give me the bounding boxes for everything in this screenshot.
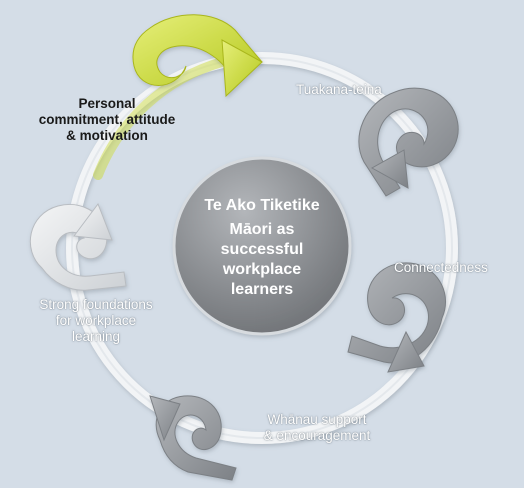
center-subtitle-line: successful bbox=[220, 241, 304, 258]
arrow-left-light bbox=[29, 202, 127, 291]
label-personal-commitment: Personal commitment, attitude & motivati… bbox=[38, 96, 176, 143]
center-subtitle-line: workplace bbox=[222, 261, 302, 278]
label-tuakana-teina: Tuakana-teina bbox=[296, 82, 382, 97]
accent-arc bbox=[93, 57, 227, 180]
label-whanau-support: Whānau support & encouragement bbox=[263, 412, 371, 443]
cycle-ring-inner-line bbox=[71, 57, 453, 439]
arrow-top-green bbox=[132, 14, 263, 98]
center-title: Te Ako Tiketike bbox=[204, 197, 320, 214]
arrow-right-bottom bbox=[347, 262, 447, 373]
center-circle bbox=[172, 156, 352, 336]
center-subtitle-line: learners bbox=[230, 281, 294, 298]
center-subtitle-line: Māori as bbox=[229, 221, 295, 238]
arrow-bottom bbox=[149, 395, 237, 481]
arrow-right-top bbox=[358, 87, 459, 197]
label-connectedness: Connectedness bbox=[394, 260, 488, 275]
label-strong-foundations: Strong foundations for workplace learnin… bbox=[39, 297, 153, 344]
